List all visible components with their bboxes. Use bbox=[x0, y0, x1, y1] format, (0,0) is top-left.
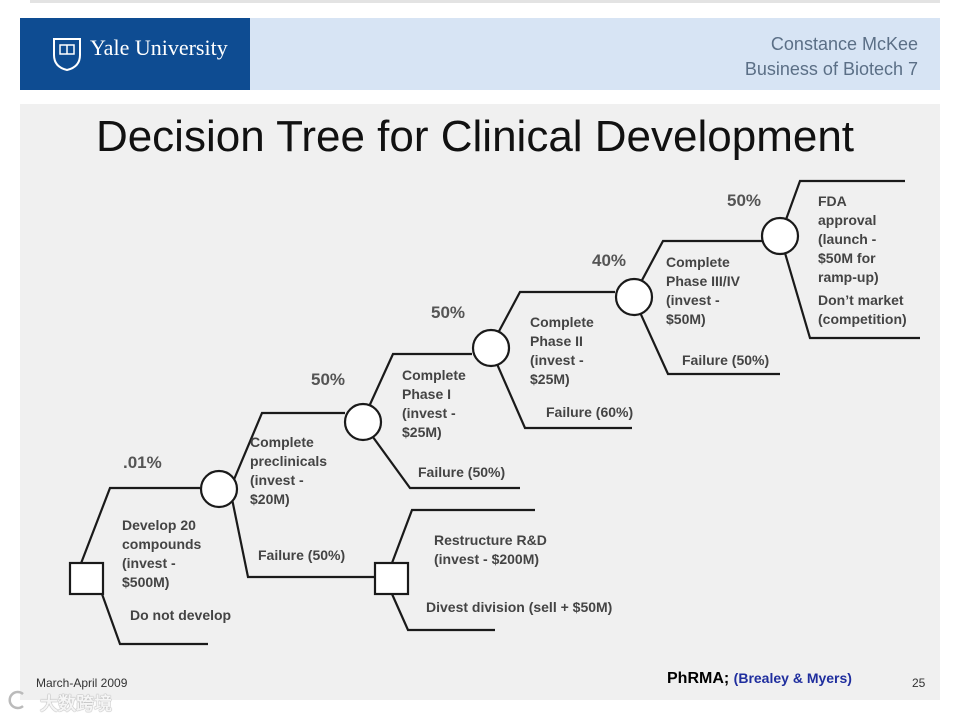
label-phase2: Complete Phase II (invest - $25M) bbox=[530, 314, 594, 387]
branch-failure-phase3 bbox=[631, 296, 780, 376]
page-number: 25 bbox=[912, 676, 926, 690]
course-name: Business of Biotech 7 bbox=[744, 59, 918, 79]
chance-node-phase3 bbox=[614, 277, 654, 317]
branch-failure-phase2 bbox=[488, 347, 632, 430]
chance-node-fda bbox=[760, 216, 800, 256]
footer-source: PhRMA; (Brealey & Myers) bbox=[667, 670, 852, 688]
branch-failure-phase1 bbox=[361, 421, 520, 490]
presenter-name: Constance McKee bbox=[770, 34, 918, 54]
decision-node-restructure bbox=[373, 561, 410, 596]
source-org: PhRMA; bbox=[667, 670, 730, 687]
branch-phase3 bbox=[632, 239, 764, 298]
footer-date: March-April 2009 bbox=[36, 676, 128, 690]
chance-node-phase1 bbox=[343, 402, 383, 442]
label-dont-market: Don’t market (competition) bbox=[818, 292, 907, 327]
branch-phase1 bbox=[360, 352, 472, 423]
probability-label-4: 40% bbox=[592, 251, 627, 270]
probability-label-2: 50% bbox=[311, 370, 346, 389]
yale-logo bbox=[20, 18, 250, 90]
label-phase1: Complete Phase I (invest - $25M) bbox=[402, 367, 466, 440]
watermark-icon bbox=[8, 690, 24, 710]
branch-preclinicals bbox=[228, 411, 345, 490]
label-do-not-develop: Do not develop bbox=[130, 607, 232, 623]
branch-divest bbox=[390, 593, 495, 632]
label-failure-phase3: Failure (50%) bbox=[682, 352, 770, 368]
branch-do-not-develop bbox=[100, 593, 208, 646]
label-fda: FDA approval (launch - $50M for ramp-up) bbox=[818, 193, 879, 285]
decision-node-develop bbox=[68, 561, 105, 596]
chance-node-preclinicals bbox=[199, 469, 239, 509]
source-authors: (Brealey & Myers) bbox=[733, 670, 852, 686]
label-divest: Divest division (sell + $50M) bbox=[426, 599, 613, 615]
probability-label-5: 50% bbox=[727, 191, 762, 210]
top-rule bbox=[30, 0, 940, 3]
branch-develop bbox=[78, 486, 200, 567]
watermark-text: 大数跨境 bbox=[40, 694, 112, 714]
label-failure-preclinicals: Failure (50%) bbox=[258, 547, 346, 563]
probability-label-1: .01% bbox=[123, 453, 162, 472]
slide-panel bbox=[20, 104, 940, 700]
label-develop: Develop 20 compounds (invest - $500M) bbox=[122, 517, 202, 590]
presenter-block: Constance McKee Business of Biotech 7 bbox=[745, 32, 918, 82]
logo-text: Yale University bbox=[90, 35, 228, 60]
branch-failure-preclinicals bbox=[228, 488, 380, 579]
probability-label-3: 50% bbox=[431, 303, 466, 322]
branch-restructure bbox=[390, 508, 535, 564]
label-preclinicals: Complete preclinicals (invest - $20M) bbox=[250, 434, 328, 507]
label-failure-phase2: Failure (60%) bbox=[546, 404, 634, 420]
branch-phase2 bbox=[489, 290, 615, 349]
slide-title: Decision Tree for Clinical Development bbox=[95, 112, 855, 161]
label-restructure: Restructure R&D (invest - $200M) bbox=[434, 532, 547, 567]
label-failure-phase1: Failure (50%) bbox=[418, 464, 506, 480]
chance-node-phase2 bbox=[471, 328, 511, 368]
shield-icon bbox=[53, 38, 81, 71]
label-phase3: Complete Phase III/IV (invest - $50M) bbox=[666, 254, 740, 327]
branch-fda bbox=[778, 179, 905, 237]
branch-dont-market bbox=[778, 235, 920, 340]
